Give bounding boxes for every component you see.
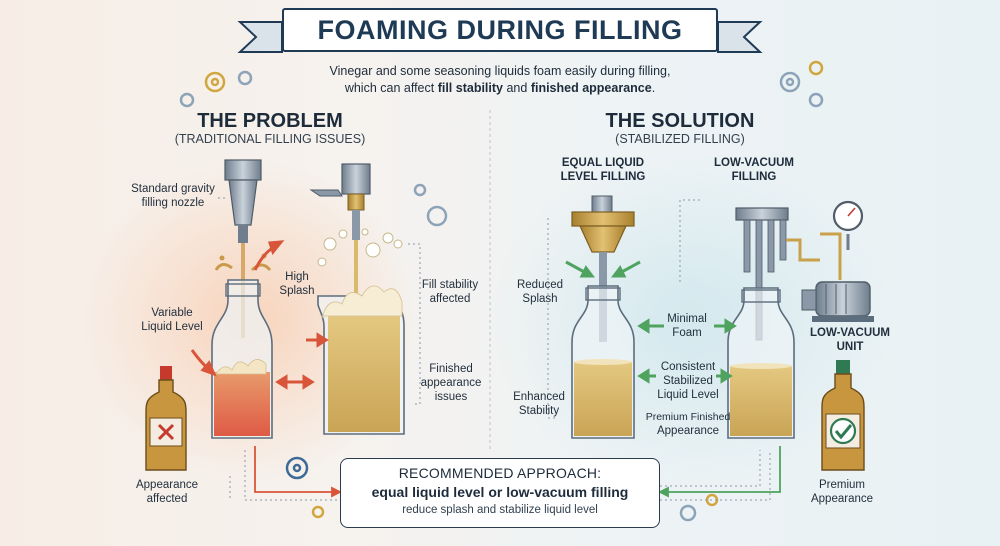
low-vacuum-nozzle-bottle (727, 207, 842, 439)
label-line: issues (434, 391, 468, 403)
intro-text: Vinegar and some seasoning liquids foam … (250, 63, 750, 97)
close-icon (157, 423, 175, 441)
recommended-approach-box: RECOMMENDED APPROACH: equal liquid level… (340, 458, 660, 528)
label-line: affected (429, 293, 471, 305)
label-line: Consistent (660, 361, 716, 373)
leader-lines (218, 197, 771, 501)
title-box: FOAMING DURING FILLING (282, 8, 718, 52)
label-line: Fill stability (421, 279, 479, 291)
label-line: Liquid Level (141, 321, 203, 333)
label-appearance-affected: Appearance affected (122, 478, 212, 506)
label-line: Finished (429, 363, 473, 375)
label-premium-appearance: Premium Appearance (800, 478, 884, 506)
equal-level-nozzle-bottle (571, 195, 635, 439)
label-line: UNIT (836, 341, 864, 353)
label-finished-appearance: Finished appearance issues (414, 362, 488, 404)
problem-heading: THE PROBLEM (197, 110, 343, 132)
label-line: Standard gravity (131, 183, 215, 195)
recommended-sub: reduce splash and stabilize liquid level (402, 504, 598, 516)
label-line: LOW-VACUUM (809, 327, 891, 339)
page-title: FOAMING DURING FILLING (317, 14, 683, 45)
label-enhanced-stability: Enhanced Stability (506, 390, 572, 418)
label-premium-finished: Premium Finished Appearance (636, 410, 740, 438)
label-line: Splash (522, 293, 558, 305)
vacuum-pump-icon (801, 281, 874, 322)
pressure-gauge-icon (832, 200, 864, 250)
label-line: FILLING (731, 171, 777, 183)
intro-line-2: which can affect fill stability and fini… (250, 80, 750, 97)
problem-subheading: (TRADITIONAL FILLING ISSUES) (174, 132, 366, 146)
label-minimal-foam: Minimal Foam (652, 312, 722, 340)
label-line: Stabilized (663, 375, 713, 387)
green-connector (657, 446, 781, 498)
label-line: Appearance (135, 479, 199, 491)
label-line: LOW-VACUUM (713, 157, 795, 169)
check-icon (829, 417, 857, 445)
red-arrows (190, 240, 329, 390)
title-banner: FOAMING DURING FILLING (268, 8, 734, 54)
intro-bold-1: fill stability (437, 81, 503, 95)
title-ribbon (237, 21, 763, 53)
label-fill-stability: Fill stability affected (408, 278, 492, 306)
orange-connector (254, 446, 343, 498)
label-line: EQUAL LIQUID (561, 157, 645, 169)
label-line: Enhanced (513, 391, 565, 403)
label-standard-nozzle: Standard gravity filling nozzle (118, 182, 228, 210)
label-line: Appearance (656, 425, 720, 437)
intro-suffix: . (651, 81, 656, 95)
label-reduced-splash: Reduced Splash (508, 278, 572, 306)
intro-bold-2: finished appearance (530, 81, 652, 95)
foaming-bottle (309, 163, 405, 435)
recommended-main: equal liquid level or low-vacuum filling (371, 484, 629, 500)
label-variable-level: Variable Liquid Level (132, 306, 212, 334)
solution-subheading: (STABILIZED FILLING) (615, 132, 745, 146)
label-line: Minimal (667, 313, 707, 325)
label-line: Splash (279, 285, 315, 297)
label-low-vacuum-unit: LOW-VACUUM UNIT (808, 326, 892, 354)
intro-prefix: which can affect (344, 81, 438, 95)
recommended-title: RECOMMENDED APPROACH: (398, 465, 602, 481)
label-line: filling nozzle (141, 197, 205, 209)
label-line: High (285, 271, 309, 283)
equal-level-title: EQUAL LIQUID LEVEL FILLING (548, 156, 658, 184)
label-consistent-level: Consistent Stabilized Liquid Level (646, 360, 730, 402)
intro-mid: and (503, 81, 531, 95)
label-high-splash: High Splash (268, 270, 326, 298)
label-line: LEVEL FILLING (560, 171, 646, 183)
label-line: Liquid Level (657, 389, 719, 401)
label-line: Appearance (810, 493, 874, 505)
standard-nozzle-bottle (211, 159, 273, 439)
label-line: Stability (518, 405, 560, 417)
solution-heading: THE SOLUTION (605, 110, 755, 132)
label-line: Premium (818, 479, 865, 491)
green-arrows (565, 260, 737, 384)
label-line: Reduced (516, 279, 564, 291)
intro-line-1: Vinegar and some seasoning liquids foam … (329, 64, 671, 78)
label-line: Variable (151, 307, 193, 319)
label-line: appearance (420, 377, 482, 389)
label-line: Premium Finished (645, 411, 731, 423)
label-line: Foam (672, 327, 702, 339)
label-line: affected (146, 493, 188, 505)
low-vacuum-title: LOW-VACUUM FILLING (706, 156, 802, 184)
